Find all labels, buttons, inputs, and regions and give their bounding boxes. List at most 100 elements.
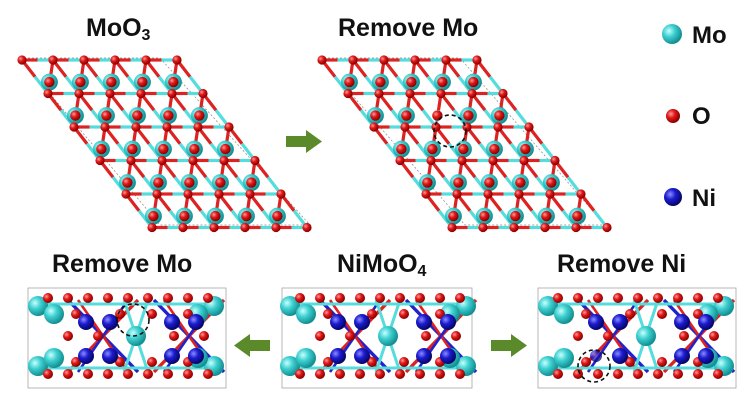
o-atom bbox=[472, 55, 482, 65]
o-atom bbox=[241, 210, 252, 222]
o-atom bbox=[167, 88, 177, 99]
ni-atom bbox=[78, 348, 94, 364]
legend-o-icon bbox=[666, 109, 680, 123]
o-atom bbox=[468, 76, 479, 88]
o-atom bbox=[421, 189, 431, 199]
o-atom bbox=[43, 293, 53, 303]
o-atom bbox=[375, 369, 385, 379]
o-atom bbox=[573, 331, 583, 341]
o-atom bbox=[432, 110, 443, 121]
o-atom bbox=[163, 369, 173, 379]
o-atom bbox=[198, 88, 208, 99]
mo-atom bbox=[44, 348, 64, 368]
ni-atom bbox=[188, 314, 204, 330]
mo-atom bbox=[636, 326, 656, 346]
o-atom bbox=[143, 293, 153, 303]
o-atom bbox=[143, 369, 153, 379]
o-atom bbox=[79, 55, 89, 65]
o-atom bbox=[369, 122, 379, 132]
arrow-right-top bbox=[286, 130, 322, 153]
o-atom bbox=[657, 309, 667, 319]
ni-atom bbox=[612, 348, 628, 364]
o-atom bbox=[148, 210, 159, 222]
o-atom bbox=[70, 110, 81, 121]
o-atom bbox=[679, 331, 689, 341]
o-atom bbox=[550, 155, 560, 166]
ni-atom bbox=[102, 348, 118, 364]
o-atom bbox=[147, 222, 157, 233]
o-atom bbox=[553, 293, 563, 303]
o-atom bbox=[421, 331, 431, 341]
o-atom bbox=[463, 110, 474, 121]
o-atom bbox=[625, 357, 635, 367]
o-atom bbox=[103, 293, 113, 303]
o-atom bbox=[199, 331, 209, 341]
o-atom bbox=[540, 222, 550, 233]
o-atom bbox=[367, 309, 377, 319]
o-atom bbox=[137, 76, 148, 88]
o-atom bbox=[396, 143, 407, 155]
o-atom bbox=[602, 222, 612, 233]
mo-atom bbox=[296, 348, 316, 368]
o-atom bbox=[71, 309, 81, 319]
mo-atom bbox=[554, 348, 574, 368]
o-atom bbox=[613, 293, 623, 303]
o-atom bbox=[250, 155, 260, 166]
title-nimoo4: NiMoO4 bbox=[337, 250, 427, 280]
o-atom bbox=[488, 155, 498, 166]
arrow-right-bottom bbox=[491, 334, 527, 357]
o-atom bbox=[613, 369, 623, 379]
o-atom bbox=[426, 155, 436, 166]
o-atom bbox=[214, 189, 224, 199]
o-atom bbox=[520, 143, 531, 155]
o-atom bbox=[183, 293, 193, 303]
o-atom bbox=[510, 210, 521, 222]
ni-atom bbox=[164, 314, 180, 330]
o-atom bbox=[573, 293, 583, 303]
o-atom bbox=[572, 210, 583, 222]
o-atom bbox=[653, 369, 663, 379]
o-atom bbox=[400, 122, 410, 132]
o-atom bbox=[693, 293, 703, 303]
o-atom bbox=[401, 110, 412, 121]
o-atom bbox=[335, 369, 345, 379]
o-atom bbox=[147, 309, 157, 319]
o-atom bbox=[453, 177, 464, 188]
o-atom bbox=[63, 369, 73, 379]
o-atom bbox=[379, 55, 389, 65]
o-atom bbox=[395, 293, 405, 303]
o-atom bbox=[17, 55, 27, 65]
o-atom bbox=[106, 76, 117, 88]
o-atom bbox=[415, 369, 425, 379]
o-atom bbox=[427, 143, 438, 155]
mo-atom bbox=[538, 296, 558, 316]
o-atom bbox=[455, 369, 465, 379]
arrow-left-bottom bbox=[234, 334, 270, 357]
o-atom bbox=[163, 110, 174, 121]
ni-atom bbox=[440, 314, 456, 330]
o-atom bbox=[447, 222, 457, 233]
o-atom bbox=[193, 122, 203, 132]
o-atom bbox=[203, 293, 213, 303]
o-atom bbox=[573, 369, 583, 379]
mo-atom bbox=[280, 356, 300, 376]
o-atom bbox=[178, 222, 188, 233]
o-atom bbox=[110, 55, 120, 65]
o-atom bbox=[63, 331, 73, 341]
ni-atom bbox=[330, 348, 346, 364]
o-atom bbox=[123, 369, 133, 379]
o-atom bbox=[375, 76, 386, 88]
o-atom bbox=[323, 357, 333, 367]
mo-atom bbox=[28, 356, 48, 376]
o-atom bbox=[467, 88, 477, 99]
o-atom bbox=[240, 222, 250, 233]
o-atom bbox=[436, 88, 446, 99]
o-atom bbox=[75, 76, 86, 88]
mo-atom bbox=[378, 326, 398, 346]
o-atom bbox=[435, 293, 445, 303]
o-atom bbox=[519, 155, 529, 166]
o-atom bbox=[127, 143, 138, 155]
o-atom bbox=[603, 331, 613, 341]
o-atom bbox=[209, 222, 219, 233]
o-atom bbox=[493, 122, 503, 132]
